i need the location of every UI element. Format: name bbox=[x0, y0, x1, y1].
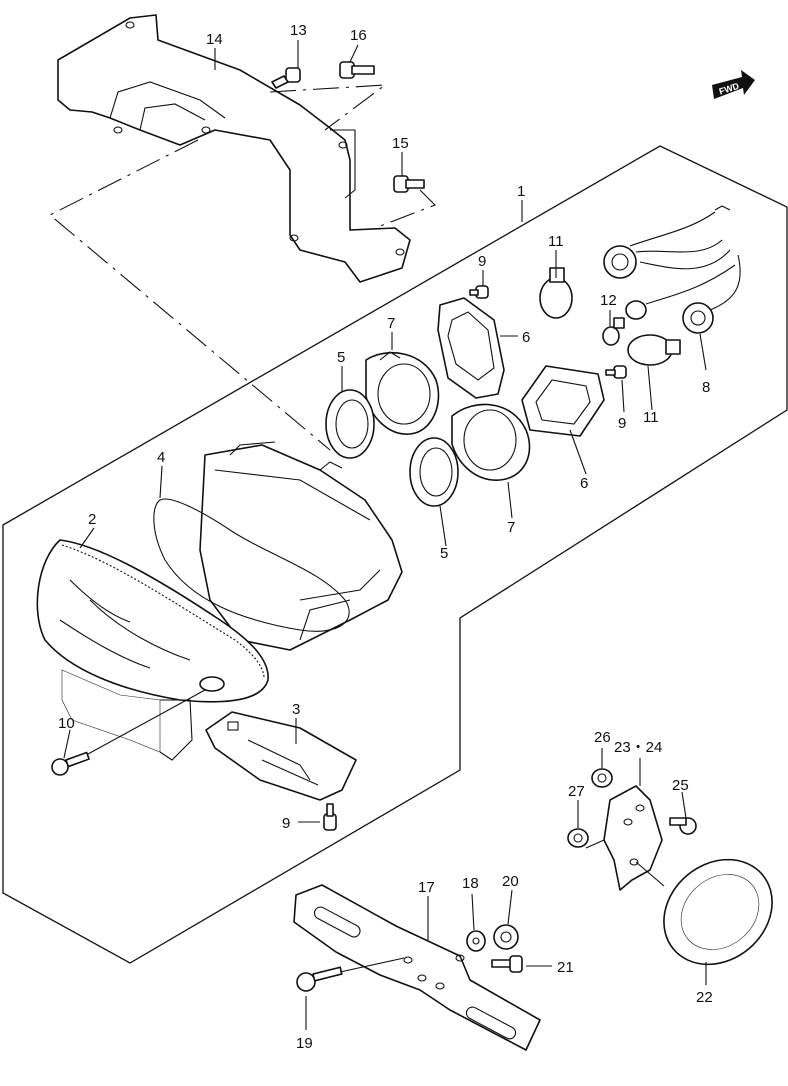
bulb-part-11-lower bbox=[627, 334, 681, 366]
holder-part-7-upper bbox=[365, 351, 440, 435]
callout-25: 25 bbox=[672, 777, 689, 794]
callout-7-upper: 7 bbox=[387, 315, 395, 332]
bolt-part-16 bbox=[339, 61, 375, 79]
screw-part-10 bbox=[51, 751, 90, 776]
callout-3: 3 bbox=[292, 701, 300, 718]
lens-part-2 bbox=[36, 539, 269, 703]
bracket-part-23-24 bbox=[603, 785, 663, 891]
callout-16: 16 bbox=[350, 27, 367, 44]
callout-9-middle: 9 bbox=[618, 415, 626, 432]
callout-21: 21 bbox=[557, 959, 574, 976]
gasket-part-6-upper bbox=[437, 297, 505, 399]
callout-7-lower: 7 bbox=[507, 519, 515, 536]
seal-part-4 bbox=[153, 498, 350, 632]
bulb-part-12 bbox=[602, 317, 625, 346]
plate-bracket-part-17 bbox=[293, 884, 541, 1051]
callout-19: 19 bbox=[296, 1035, 313, 1052]
reflector-block bbox=[61, 669, 161, 753]
reflector-part-22 bbox=[663, 858, 773, 966]
callout-2: 2 bbox=[88, 511, 96, 528]
bulb-part-11-upper bbox=[539, 267, 573, 319]
screw-part-19 bbox=[296, 966, 343, 992]
assembly-frame bbox=[2, 145, 788, 964]
callout-27: 27 bbox=[568, 783, 585, 800]
callout-12: 12 bbox=[600, 292, 617, 309]
callout-11-upper: 11 bbox=[548, 233, 564, 250]
callout-18: 18 bbox=[462, 875, 479, 892]
callout-15: 15 bbox=[392, 135, 409, 152]
bolt-part-15 bbox=[393, 175, 425, 193]
ring-part-5-lower bbox=[409, 437, 459, 507]
callout-labels: 14 13 16 15 1 11 9 12 7 6 5 8 9 11 4 6 7… bbox=[58, 22, 713, 1052]
callout-11-lower: 11 bbox=[643, 409, 659, 426]
callout-9-lower: 9 bbox=[282, 815, 290, 832]
nut-part-20 bbox=[493, 924, 519, 950]
bolt-part-13 bbox=[271, 67, 301, 89]
reflector-block-outline bbox=[159, 699, 193, 761]
callout-17: 17 bbox=[418, 879, 435, 896]
gasket-part-6-lower bbox=[521, 365, 605, 437]
nut-part-26 bbox=[591, 768, 613, 788]
leader-lines bbox=[63, 40, 707, 1030]
callout-8: 8 bbox=[702, 379, 710, 396]
callout-5-lower: 5 bbox=[440, 545, 448, 562]
fwd-arrow-icon: FWD bbox=[712, 70, 755, 99]
ring-part-5-upper bbox=[325, 389, 375, 459]
bracket-dash-line-3 bbox=[374, 189, 436, 229]
screw-part-9-middle bbox=[605, 365, 627, 379]
bolt-part-21 bbox=[491, 955, 523, 973]
socket-harness-part-8 bbox=[603, 205, 741, 334]
callout-26: 26 bbox=[594, 729, 611, 746]
callout-10: 10 bbox=[58, 715, 75, 732]
callout-4: 4 bbox=[157, 449, 165, 466]
bracket-dash-line bbox=[49, 139, 331, 451]
screw-part-9-lower bbox=[323, 803, 337, 831]
housing-body bbox=[199, 441, 403, 651]
screw-part-25 bbox=[669, 817, 697, 835]
callout-23-24: 23・24 bbox=[614, 739, 662, 756]
nut-part-27 bbox=[567, 828, 589, 848]
callout-9-upper: 9 bbox=[478, 253, 486, 270]
callout-14: 14 bbox=[206, 31, 223, 48]
callout-6-upper: 6 bbox=[522, 329, 530, 346]
holder-part-7-lower bbox=[451, 403, 531, 481]
callout-6-lower: 6 bbox=[580, 475, 588, 492]
callout-1: 1 bbox=[517, 183, 525, 200]
bracket-part-14 bbox=[57, 14, 411, 283]
callout-5-upper: 5 bbox=[337, 349, 345, 366]
callout-13: 13 bbox=[290, 22, 307, 39]
cover-part-3 bbox=[205, 711, 357, 801]
washer-part-18 bbox=[466, 930, 486, 952]
callout-22: 22 bbox=[696, 989, 713, 1006]
screw-part-9-upper bbox=[469, 285, 489, 299]
callout-20: 20 bbox=[502, 873, 519, 890]
